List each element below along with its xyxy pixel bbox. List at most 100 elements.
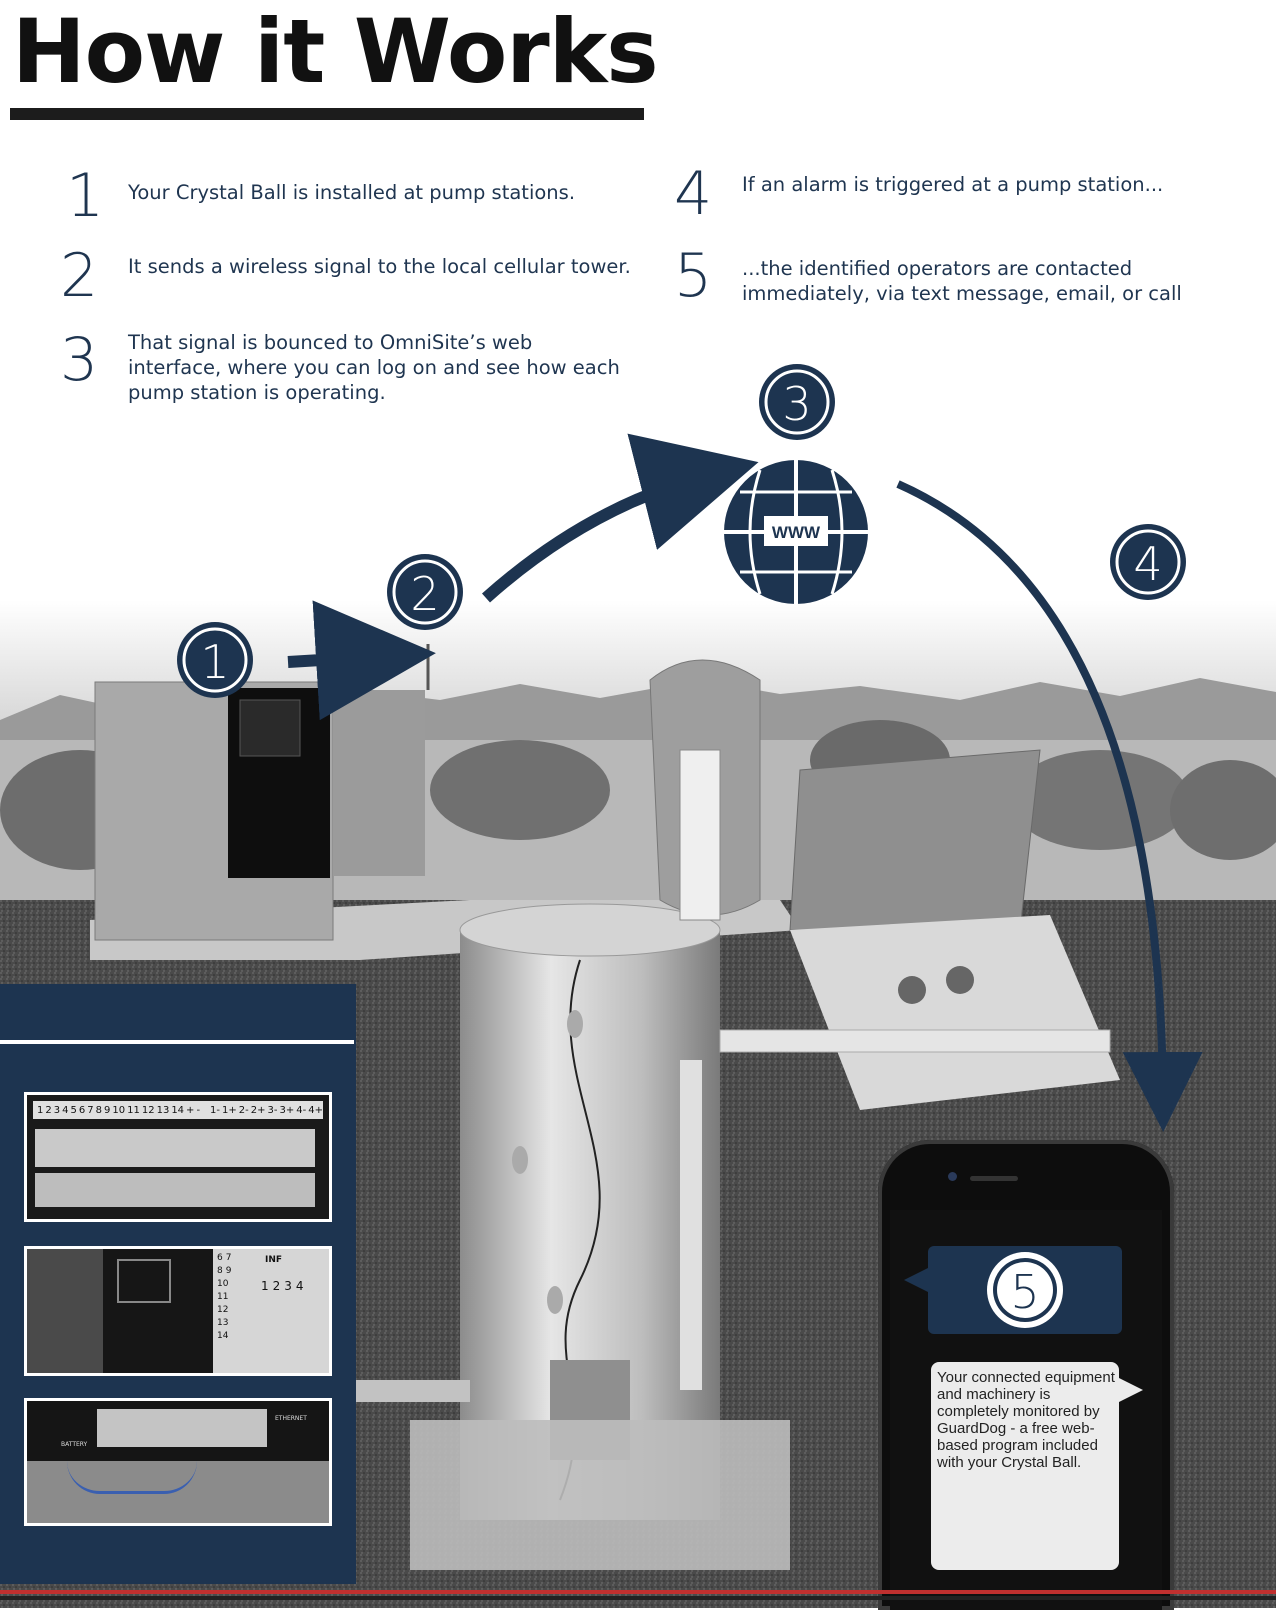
terminal-label: 2+ bbox=[250, 1104, 266, 1116]
tank-base bbox=[410, 1420, 790, 1570]
float-switch bbox=[567, 1010, 583, 1038]
crystal-ball-unit bbox=[239, 699, 301, 757]
input-label: 8 bbox=[217, 1266, 223, 1276]
phone-camera bbox=[948, 1172, 957, 1181]
gate-valve bbox=[946, 966, 974, 994]
arrow-1-to-2 bbox=[287, 600, 436, 721]
terminal-label: 9 bbox=[104, 1104, 111, 1116]
power-input-thumbnail: 6 7 8 9 10 11 12 13 14 INF 1 2 3 4 bbox=[24, 1246, 332, 1376]
battery-wire bbox=[67, 1461, 197, 1494]
riser-pipe bbox=[680, 1060, 702, 1390]
badge-1: 1 bbox=[177, 622, 253, 698]
terminal-label: 14 bbox=[171, 1104, 185, 1116]
badge-label: 3 bbox=[782, 377, 811, 431]
input-label: 14 bbox=[217, 1331, 229, 1341]
step-number: 3 bbox=[60, 325, 99, 395]
terminal-label: 10 bbox=[112, 1104, 126, 1116]
input-label: 6 bbox=[217, 1253, 223, 1263]
phone-message: Your connected equipment and machinery i… bbox=[937, 1369, 1115, 1471]
footer-rule-dark bbox=[0, 1596, 1276, 1600]
bush bbox=[1170, 760, 1276, 860]
terminal-label: 1 bbox=[37, 1104, 44, 1116]
page-title: How it Works bbox=[12, 0, 659, 103]
footer-rule-red bbox=[0, 1590, 1276, 1594]
step-number: 2 bbox=[60, 241, 99, 311]
hatch-grate bbox=[679, 749, 721, 921]
badge-4: 4 bbox=[1110, 524, 1186, 600]
input-label: 9 bbox=[225, 1266, 232, 1276]
step-text: That signal is bounced to OmniSite’s web… bbox=[128, 331, 620, 404]
inf-label: INF bbox=[265, 1255, 283, 1265]
input-label: 10 bbox=[217, 1279, 229, 1289]
bush bbox=[430, 740, 610, 840]
terminal-label: 13 bbox=[156, 1104, 170, 1116]
ethernet-label: ETHERNET bbox=[275, 1415, 307, 1422]
terminal-block-thumbnail: 1 2 3 4 5 6 7 8 9 10 11 12 13 14 + - 1- … bbox=[24, 1092, 332, 1222]
bush bbox=[1010, 750, 1190, 850]
step-number: 4 bbox=[674, 159, 713, 229]
step-text: ...the identified operators are contacte… bbox=[742, 257, 1182, 305]
terminal-label: 2 bbox=[45, 1104, 52, 1116]
panel-divider bbox=[0, 1040, 354, 1044]
terminal-label: 1- bbox=[210, 1104, 221, 1116]
battery-ethernet-thumbnail: BATTERY ETHERNET bbox=[24, 1398, 332, 1526]
valve-box bbox=[790, 915, 1120, 1110]
notification-bubble: 5 bbox=[904, 1246, 1122, 1334]
cabinet-side-door bbox=[333, 690, 425, 876]
arrow-2-to-3 bbox=[482, 433, 759, 603]
input-label: 11 bbox=[217, 1292, 229, 1302]
terminal-label: 6 bbox=[78, 1104, 86, 1116]
phone-speaker bbox=[970, 1176, 1018, 1181]
terminal-label: 4- bbox=[296, 1104, 307, 1116]
terminal-label: 3- bbox=[267, 1104, 278, 1116]
input-label: 7 bbox=[225, 1253, 232, 1263]
terminal-label: 7 bbox=[87, 1104, 94, 1116]
step-number: 1 bbox=[66, 161, 105, 231]
terminal-label: 3+ bbox=[279, 1104, 295, 1116]
float-switch bbox=[547, 1286, 563, 1314]
terminal-label: 4+ bbox=[308, 1104, 323, 1116]
terminal-label: 11 bbox=[127, 1104, 140, 1116]
battery-label: BATTERY bbox=[61, 1441, 88, 1448]
arrow-3-to-5 bbox=[896, 480, 1203, 1132]
step-number: 5 bbox=[674, 241, 713, 311]
input-label: 13 bbox=[217, 1318, 229, 1328]
gate-valve bbox=[898, 976, 926, 1004]
terminal-connector-row bbox=[35, 1129, 315, 1167]
enclosure-wall bbox=[27, 1249, 103, 1373]
terminal-label: 5 bbox=[70, 1104, 77, 1116]
discharge-pipe bbox=[719, 1029, 1111, 1053]
grid-label: 2 bbox=[272, 1279, 281, 1293]
terminal-label: - bbox=[196, 1104, 201, 1116]
terminal-connector-row bbox=[35, 1173, 315, 1207]
badge-label: 2 bbox=[410, 567, 439, 621]
terminal-connector-row bbox=[97, 1409, 267, 1447]
message-bubble bbox=[931, 1362, 1143, 1570]
globe-label: WWW bbox=[772, 523, 821, 542]
terminal-label: 4 bbox=[62, 1104, 69, 1116]
badge-label: 1 bbox=[200, 635, 229, 689]
float-switch bbox=[512, 1146, 528, 1174]
badge-label: 4 bbox=[1133, 537, 1162, 591]
title-underline bbox=[10, 108, 644, 120]
terminal-label: + bbox=[186, 1104, 195, 1116]
inlet-pipe bbox=[350, 1380, 470, 1402]
terminal-label: 1+ bbox=[222, 1104, 237, 1116]
power-switch bbox=[117, 1259, 171, 1303]
input-label: 12 bbox=[217, 1305, 229, 1315]
grid-label: 4 bbox=[295, 1279, 304, 1293]
terminal-label: 8 bbox=[95, 1104, 102, 1116]
terminal-label: 3 bbox=[53, 1104, 61, 1116]
grid-label: 1 bbox=[261, 1279, 269, 1293]
badge-5-label: 5 bbox=[1010, 1265, 1039, 1319]
input-label-plate: 6 7 8 9 10 11 12 13 14 INF 1 2 3 4 bbox=[213, 1249, 329, 1373]
terminal-label: 12 bbox=[141, 1104, 155, 1116]
tank-top bbox=[459, 903, 721, 957]
globe-icon: WWW bbox=[724, 460, 868, 604]
step-text: Your Crystal Ball is installed at pump s… bbox=[128, 181, 576, 204]
step-text: If an alarm is triggered at a pump stati… bbox=[742, 173, 1164, 196]
badge-3: 3 bbox=[759, 364, 835, 440]
terminal-label: 2- bbox=[238, 1104, 249, 1116]
step-text: It sends a wireless signal to the local … bbox=[128, 255, 631, 278]
